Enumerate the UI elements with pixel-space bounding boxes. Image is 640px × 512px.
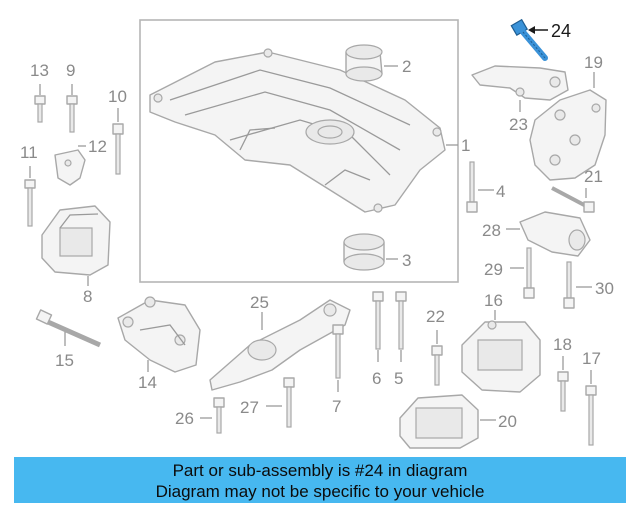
part-23-bracket[interactable] (471, 65, 569, 101)
part-5-bolt[interactable] (395, 291, 407, 350)
callout-1: 1 (461, 136, 470, 155)
part-17-bolt[interactable] (585, 385, 597, 446)
part-15-bolt[interactable] (35, 309, 102, 348)
callout-18: 18 (553, 335, 572, 354)
callout-2: 2 (402, 57, 411, 76)
callout-17: 17 (582, 349, 601, 368)
part-11-bolt[interactable] (24, 179, 36, 227)
part-13-bolt[interactable] (34, 95, 46, 123)
callout-30: 30 (595, 279, 614, 298)
callout-23: 23 (509, 115, 528, 134)
part-12-bracket[interactable] (54, 149, 86, 186)
callout-15: 15 (55, 351, 74, 370)
part-8-mount[interactable] (41, 205, 111, 276)
callout-13: 13 (30, 61, 49, 80)
part-1-subframe[interactable] (149, 48, 446, 213)
part-7-bolt[interactable] (332, 324, 344, 379)
part-25-torque-rod[interactable] (209, 299, 351, 391)
parts-diagram: 1 2 3 13 9 10 11 12 (20, 18, 614, 449)
callout-22: 22 (426, 307, 445, 326)
part-29-bolt[interactable] (523, 247, 535, 299)
callout-14: 14 (138, 373, 157, 392)
part-30-bolt[interactable] (563, 261, 575, 309)
callout-8: 8 (83, 287, 92, 306)
callout-27: 27 (240, 398, 259, 417)
part-9-bolt[interactable] (66, 95, 78, 133)
part-28-bracket[interactable] (519, 211, 591, 257)
callout-25: 25 (250, 293, 269, 312)
callout-20: 20 (498, 412, 517, 431)
part-26-bolt[interactable] (213, 397, 225, 434)
part-22-bolt[interactable] (431, 345, 443, 386)
callout-21: 21 (584, 167, 603, 186)
part-4-bolt[interactable] (466, 161, 478, 213)
part-24-bolt-highlighted[interactable] (510, 18, 548, 61)
part-27-bolt[interactable] (283, 377, 295, 428)
callout-19: 19 (584, 53, 603, 72)
part-14-bracket[interactable] (117, 296, 201, 373)
callout-11: 11 (20, 143, 38, 162)
callout-16: 16 (484, 291, 503, 310)
notice-line-1: Part or sub-assembly is #24 in diagram (172, 461, 468, 480)
callout-3: 3 (402, 251, 411, 270)
part-19-bracket[interactable] (529, 89, 607, 181)
callout-29: 29 (484, 260, 503, 279)
callout-7: 7 (332, 397, 341, 416)
callout-9: 9 (66, 61, 75, 80)
callout-12: 12 (88, 137, 107, 156)
callout-28: 28 (482, 221, 501, 240)
callout-4: 4 (496, 182, 505, 201)
notice-line-2: Diagram may not be specific to your vehi… (155, 482, 485, 501)
callout-26: 26 (175, 409, 194, 428)
part-10-bolt[interactable] (112, 123, 124, 175)
callout-5: 5 (394, 369, 403, 388)
part-6-bolt[interactable] (372, 291, 384, 350)
part-2-bushing[interactable] (345, 44, 383, 82)
callout-6: 6 (372, 369, 381, 388)
subframe-inset-frame (139, 19, 459, 283)
callout-24: 24 (551, 21, 571, 41)
part-18-bolt[interactable] (557, 371, 569, 412)
callout-10: 10 (108, 87, 127, 106)
part-21-bolt[interactable] (551, 186, 595, 213)
notice-banner: Part or sub-assembly is #24 in diagram D… (14, 457, 626, 503)
part-16-mount[interactable] (461, 320, 541, 393)
part-20-mount[interactable] (399, 394, 479, 449)
part-3-bushing[interactable] (343, 233, 385, 271)
